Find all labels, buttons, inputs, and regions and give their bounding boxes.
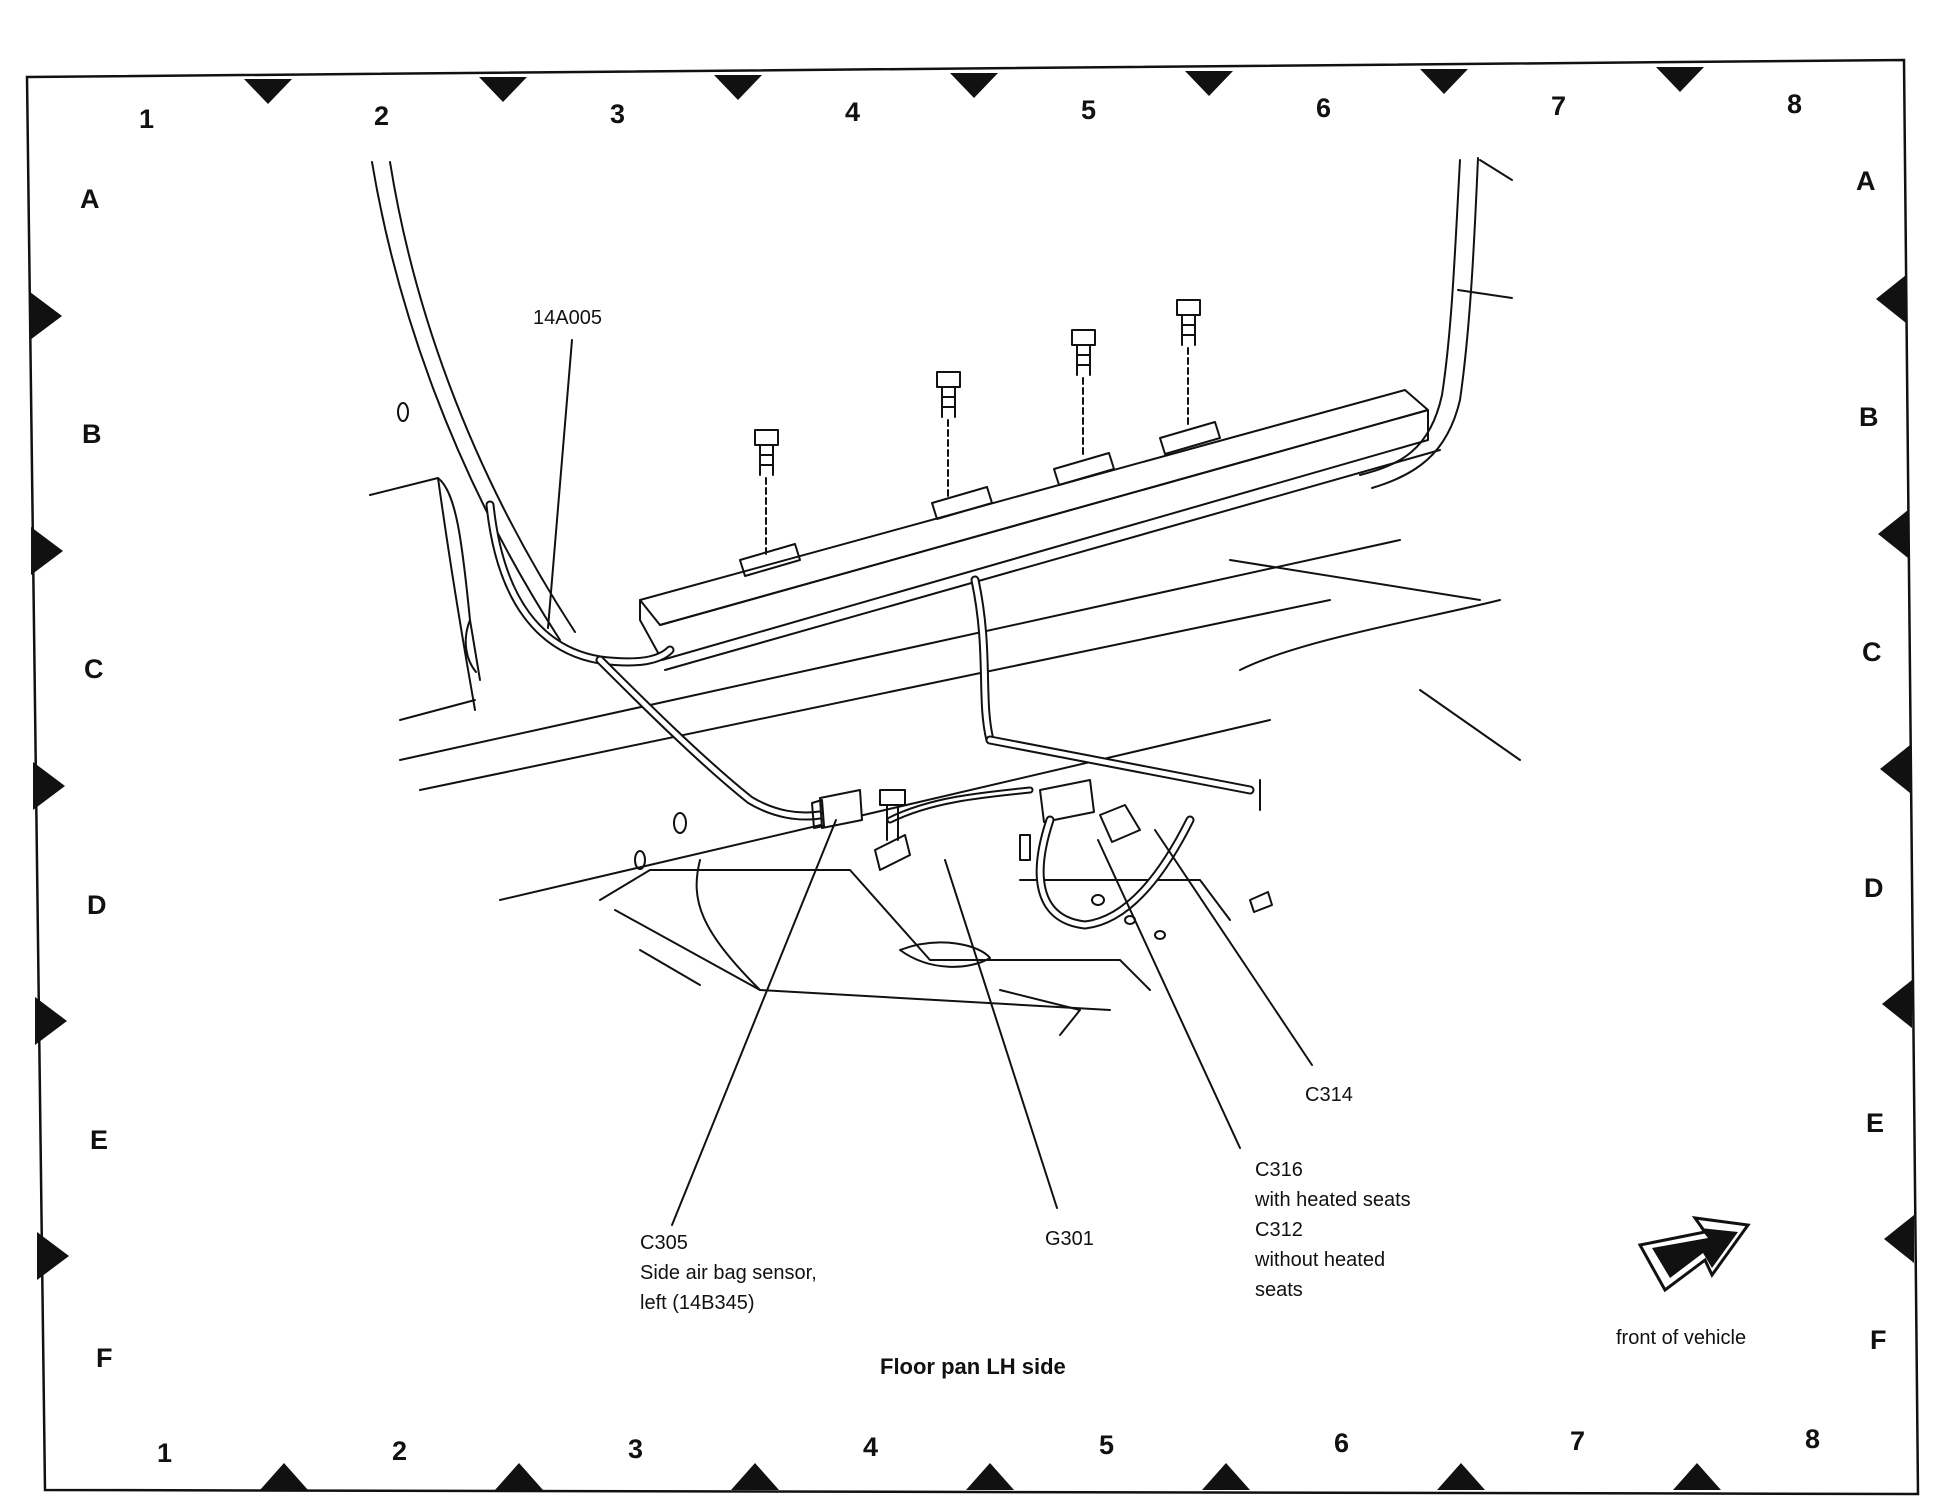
- grid-col-5-top: 5: [1081, 95, 1097, 125]
- page-border: [25, 58, 1920, 1496]
- bottom-grid-markers: [260, 1463, 1721, 1490]
- grid-row-e-left: E: [90, 1125, 109, 1155]
- grid-col-2-bottom: 2: [392, 1436, 408, 1466]
- g301-label: G301: [1045, 1228, 1094, 1250]
- grid-col-4-top: 4: [845, 97, 861, 127]
- c305-id: C305: [640, 1232, 688, 1254]
- grid-col-4-bottom: 4: [863, 1432, 879, 1462]
- c305-desc-line2: left (14B345): [640, 1292, 755, 1314]
- grid-row-d-right: D: [1864, 873, 1884, 903]
- right-grid-markers: [1876, 275, 1914, 1263]
- grid-col-1-bottom: 1: [157, 1438, 173, 1468]
- grid-row-b-left: B: [82, 419, 102, 449]
- c314-label: C314: [1305, 1084, 1353, 1106]
- c316-desc: with heated seats: [1255, 1189, 1411, 1211]
- bolt-4: [1176, 299, 1201, 429]
- grid-row-a-left: A: [80, 184, 100, 214]
- grid-col-3-top: 3: [610, 99, 626, 129]
- grid-col-7-bottom: 7: [1570, 1426, 1586, 1456]
- grid-col-6-bottom: 6: [1334, 1428, 1350, 1458]
- grid-col-7-top: 7: [1551, 91, 1567, 121]
- grid-col-6-top: 6: [1316, 93, 1332, 123]
- c305-label: C305 Side air bag sensor, left (14B345): [640, 1228, 817, 1318]
- leader-g301: [944, 859, 1058, 1209]
- c312-desc-line2: seats: [1255, 1279, 1303, 1301]
- c316-c312-label: C316 with heated seats C312 without heat…: [1255, 1155, 1411, 1305]
- grid-col-8-top: 8: [1787, 89, 1803, 119]
- grid-row-f-left: F: [96, 1343, 113, 1373]
- grid-row-f-right: F: [1870, 1325, 1887, 1355]
- leader-c316: [1097, 839, 1241, 1149]
- grid-col-2-top: 2: [374, 101, 390, 131]
- leader-14a005: [547, 339, 573, 629]
- c312-desc-line1: without heated: [1255, 1249, 1386, 1271]
- c305-desc-line1: Side air bag sensor,: [640, 1262, 817, 1284]
- harness-label: 14A005: [533, 307, 602, 329]
- grid-row-c-left: C: [84, 654, 104, 684]
- top-grid-markers: [244, 67, 1704, 104]
- grid-row-b-right: B: [1859, 402, 1879, 432]
- left-grid-markers: [30, 292, 69, 1280]
- diagram-caption: Floor pan LH side: [880, 1354, 1066, 1379]
- grid-col-5-bottom: 5: [1099, 1430, 1115, 1460]
- bolt-3: [1071, 329, 1096, 459]
- grid-row-e-right: E: [1866, 1108, 1885, 1138]
- front-of-vehicle-label: front of vehicle: [1616, 1327, 1747, 1349]
- grid-row-c-right: C: [1862, 637, 1882, 667]
- grid-row-d-left: D: [87, 890, 107, 920]
- leader-c305: [671, 819, 837, 1226]
- front-of-vehicle-arrow: [1637, 1216, 1751, 1293]
- grid-row-a-right: A: [1856, 166, 1876, 196]
- c316-id: C316: [1255, 1159, 1303, 1181]
- leader-c314: [1154, 829, 1313, 1066]
- floor-pan-illustration: [369, 157, 1521, 1226]
- grid-col-8-bottom: 8: [1805, 1424, 1821, 1454]
- grid-col-3-bottom: 3: [628, 1434, 644, 1464]
- grid-col-1-top: 1: [139, 104, 155, 134]
- c312-id: C312: [1255, 1219, 1303, 1241]
- bolt-2: [936, 371, 961, 501]
- bolt-1: [754, 429, 779, 556]
